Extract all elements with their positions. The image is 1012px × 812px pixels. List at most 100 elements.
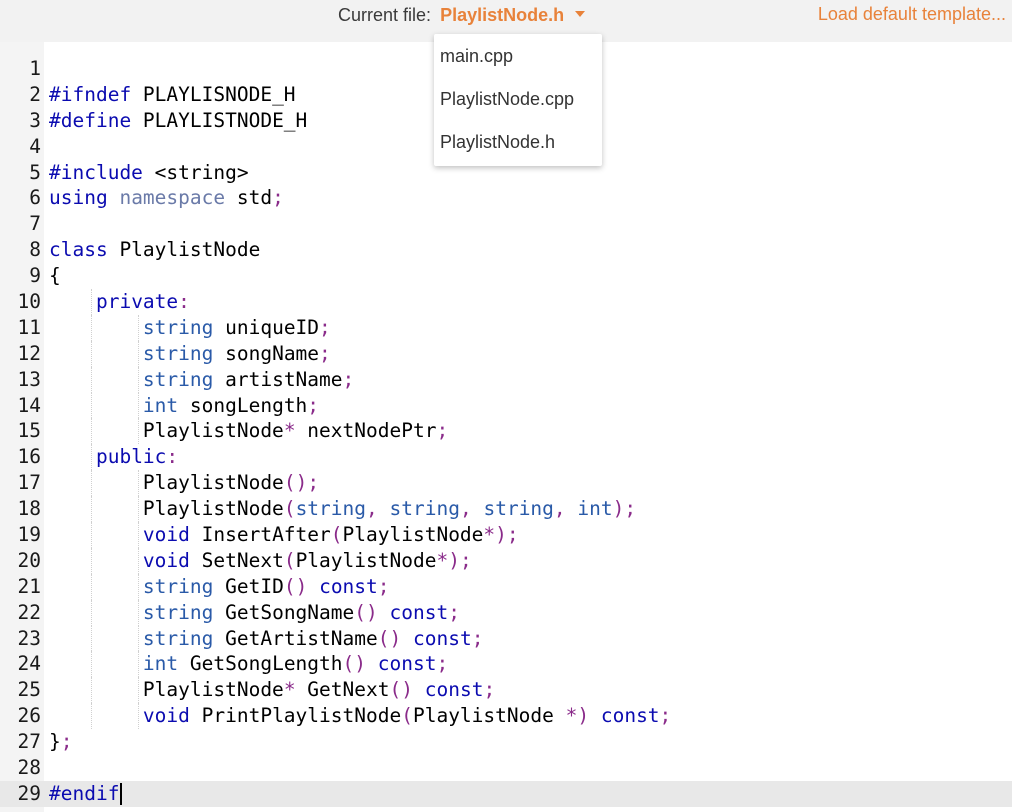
code-line[interactable]: 3#define PLAYLISTNODE_H <box>0 108 1012 134</box>
code-line[interactable]: 17 PlaylistNode(); <box>0 470 1012 497</box>
code-line[interactable]: 29#endif <box>0 780 1012 807</box>
line-text: int songLength; <box>142 393 320 417</box>
file-option[interactable]: PlaylistNode.cpp <box>440 89 575 109</box>
code-line[interactable]: 14 int songLength; <box>0 392 1012 419</box>
line-text: #define PLAYLISTNODE_H <box>49 108 308 132</box>
current-file-selector[interactable]: Current file: PlaylistNode.h <box>338 4 586 26</box>
code-line[interactable]: 22 string GetSongName() const; <box>0 599 1012 626</box>
current-file-label: Current file: <box>338 5 432 25</box>
indent-guide <box>91 314 93 341</box>
line-text: PlaylistNode(); <box>49 471 320 495</box>
line-text: string GetArtistName() const; <box>142 626 484 650</box>
indent-guide <box>91 418 93 445</box>
line-text: #ifndef PLAYLISNODE_H <box>49 82 296 106</box>
line-number: 9 <box>29 264 41 288</box>
caret-down-icon[interactable] <box>575 11 586 18</box>
line-text: #include <string> <box>49 160 249 184</box>
line-number: 2 <box>29 82 41 106</box>
indent-guide <box>91 703 93 730</box>
indent-guide <box>138 599 140 626</box>
line-number: 28 <box>17 756 41 780</box>
code-line[interactable]: 4 <box>0 134 1012 160</box>
line-number: 7 <box>29 212 41 236</box>
code-line[interactable]: 25 PlaylistNode* GetNext() const; <box>0 677 1012 704</box>
code-line[interactable]: 16 public: <box>0 444 1012 471</box>
indent-guide <box>138 547 140 574</box>
indent-guide <box>91 470 93 497</box>
line-text: public: <box>95 445 179 469</box>
indent-guide <box>138 677 140 704</box>
code-line[interactable]: 24 int GetSongLength() const; <box>0 651 1012 678</box>
line-text: PlaylistNode* nextNodePtr; <box>49 419 449 443</box>
indent-guide <box>91 392 93 419</box>
current-file-name[interactable]: PlaylistNode.h <box>440 5 565 25</box>
indent-guide <box>138 651 140 678</box>
indent-guide <box>91 547 93 574</box>
load-default-template-link[interactable]: Load default template... <box>817 4 1006 24</box>
code-line[interactable]: 15 PlaylistNode* nextNodePtr; <box>0 418 1012 445</box>
code-line[interactable]: 13 string artistName; <box>0 366 1012 393</box>
code-line[interactable]: 6 using namespace std; <box>0 185 1012 211</box>
line-number: 11 <box>17 315 41 339</box>
code-line[interactable]: 18 PlaylistNode(string, string, string, … <box>0 496 1012 523</box>
indent-guide <box>91 651 93 678</box>
code-line[interactable]: 27}; <box>0 729 1012 755</box>
line-number-gutter <box>0 42 44 812</box>
indent-guide <box>138 573 140 600</box>
line-text: string songName; <box>142 341 331 365</box>
code-line[interactable]: 10 private: <box>0 289 1012 315</box>
line-number: 26 <box>17 704 41 728</box>
indent-guide <box>91 677 93 704</box>
line-number: 13 <box>17 367 41 391</box>
file-option[interactable]: main.cpp <box>440 46 514 66</box>
code-line[interactable]: 9{ <box>0 263 1012 289</box>
line-text: using namespace std; <box>49 186 284 210</box>
line-number: 19 <box>17 523 41 547</box>
indent-guide <box>91 599 93 626</box>
line-number: 23 <box>17 626 41 650</box>
line-number: 6 <box>29 186 41 210</box>
line-number: 10 <box>17 290 41 314</box>
code-line[interactable]: 1 <box>0 56 1012 82</box>
line-number: 14 <box>17 393 41 417</box>
indent-guide <box>138 496 140 523</box>
line-number: 4 <box>29 134 41 158</box>
code-line[interactable]: 26 void PrintPlaylistNode(PlaylistNode *… <box>0 703 1012 730</box>
indent-guide <box>138 418 140 445</box>
code-line[interactable]: 20 void SetNext(PlaylistNode*); <box>0 547 1012 574</box>
code-line[interactable]: 2 #ifndef PLAYLISNODE_H <box>0 82 1012 108</box>
line-text: PlaylistNode(string, string, string, int… <box>49 497 637 521</box>
line-text: #endif <box>49 781 122 807</box>
code-line[interactable]: 7 <box>0 211 1012 237</box>
code-line[interactable]: 19 void InsertAfter(PlaylistNode*); <box>0 522 1012 548</box>
line-text: }; <box>49 730 73 754</box>
line-number: 18 <box>17 497 41 521</box>
line-number: 24 <box>17 652 41 676</box>
code-line[interactable]: 12 string songName; <box>0 340 1012 367</box>
line-text: { <box>49 264 61 288</box>
indent-guide <box>91 625 93 652</box>
code-line[interactable]: 21 string GetID() const; <box>0 573 1012 600</box>
indent-guide <box>138 392 140 419</box>
line-text: void PrintPlaylistNode(PlaylistNode *) c… <box>142 704 672 728</box>
line-number: 15 <box>17 419 41 443</box>
line-text: private: <box>95 290 190 314</box>
file-option[interactable]: PlaylistNode.h <box>440 132 556 152</box>
code-line[interactable]: 11 string uniqueID; <box>0 314 1012 341</box>
indent-guide <box>91 444 93 471</box>
line-text: int GetSongLength() const; <box>142 652 449 676</box>
code-line[interactable]: 28 <box>0 755 1012 781</box>
line-number: 16 <box>17 445 41 469</box>
line-text: PlaylistNode* GetNext() const; <box>49 678 496 702</box>
code-line[interactable]: 5#include <string> <box>0 160 1012 186</box>
line-text: string GetID() const; <box>142 574 390 598</box>
line-number: 12 <box>17 341 41 365</box>
indent-guide <box>91 496 93 523</box>
code-line[interactable]: 23 string GetArtistName() const; <box>0 625 1012 652</box>
indent-guide <box>91 289 93 315</box>
text-cursor <box>120 783 122 806</box>
